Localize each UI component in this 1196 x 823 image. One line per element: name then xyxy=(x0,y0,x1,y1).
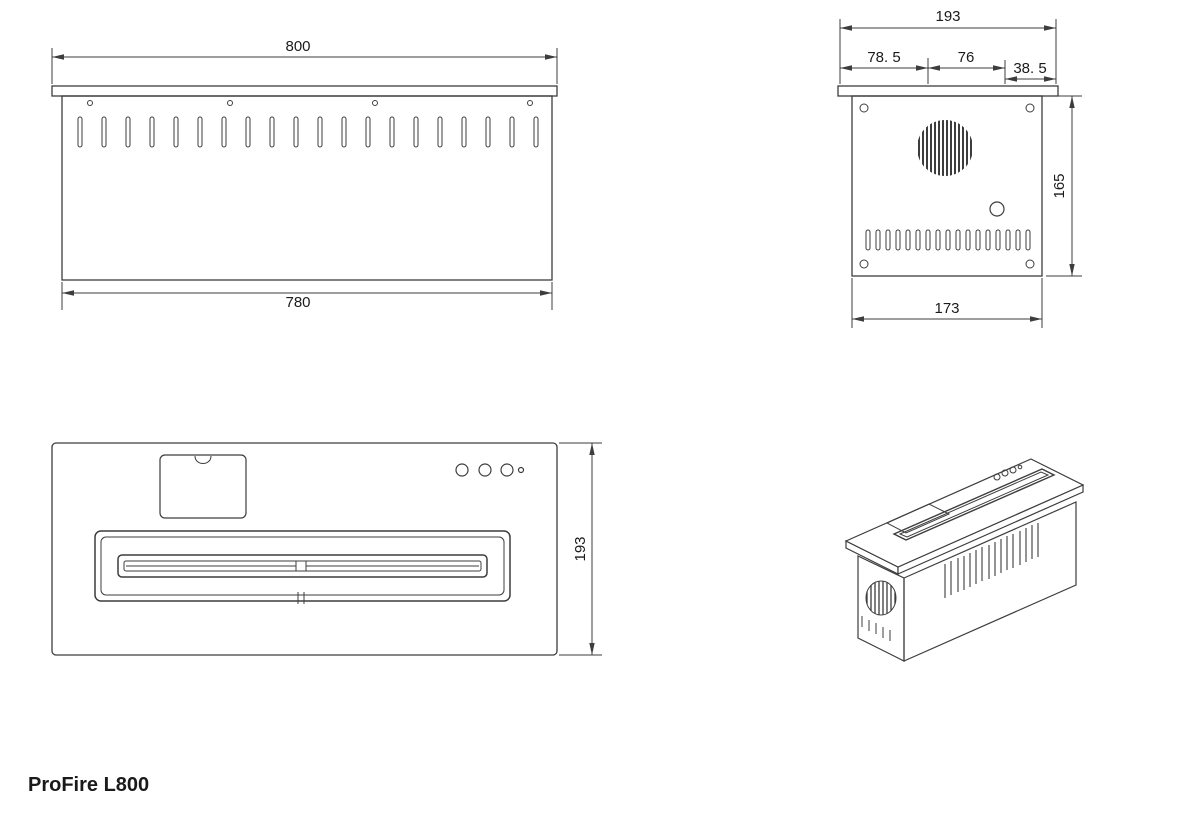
plan-panel-outline xyxy=(51,442,558,656)
dim-label-165: 165 xyxy=(1051,173,1068,198)
dim-side-left: 78. 5 xyxy=(840,49,929,84)
drain-hole xyxy=(989,201,1005,217)
dim-label-780: 780 xyxy=(285,294,310,311)
burner-slot-outer xyxy=(117,554,488,578)
dim-label-173: 173 xyxy=(934,300,959,317)
side-body-outline xyxy=(851,95,1043,277)
iso-end-vents xyxy=(861,616,891,641)
dim-label-800: 800 xyxy=(285,38,310,55)
drawing-title: ProFire L800 xyxy=(28,774,149,796)
side-flange-plate xyxy=(837,85,1059,97)
front-body-outline xyxy=(61,95,553,281)
plan-view: 193 xyxy=(51,442,602,656)
dim-label-193-total: 193 xyxy=(935,8,960,25)
dim-label-193-depth: 193 xyxy=(572,536,589,561)
dim-side-bottom: 173 xyxy=(851,278,1043,328)
dim-side-total: 193 xyxy=(839,8,1057,84)
iso-control-buttons xyxy=(993,464,1023,481)
dim-label-38-5: 38. 5 xyxy=(1013,60,1046,77)
isometric-view xyxy=(844,458,1085,662)
dim-side-right: 38. 5 xyxy=(1005,60,1056,82)
side-vent-slots xyxy=(865,229,1031,251)
front-view: 800 780 xyxy=(51,38,558,311)
iso-refill-lid xyxy=(885,503,951,534)
refill-lid xyxy=(159,454,247,519)
front-flange-plate xyxy=(51,85,558,97)
dim-side-height: 165 xyxy=(1046,95,1082,277)
control-buttons xyxy=(455,463,525,477)
dim-label-76: 76 xyxy=(958,49,975,66)
front-mounting-screws xyxy=(87,100,533,106)
dim-label-78-5: 78. 5 xyxy=(867,49,900,66)
iso-burner-slot-inner xyxy=(898,471,1050,538)
burner-tray xyxy=(94,530,511,604)
fan-grille xyxy=(918,120,972,176)
front-vent-slots xyxy=(77,116,539,148)
dim-front-bottom: 780 xyxy=(61,282,553,311)
dim-plan-depth: 193 xyxy=(559,442,602,656)
burner-center-clip xyxy=(295,560,307,572)
lid-notch xyxy=(194,455,212,464)
dim-side-center: 76 xyxy=(928,49,1006,84)
iso-burner-slot-outer xyxy=(892,468,1056,541)
side-view: 193 78. 5 76 38. 5 165 173 xyxy=(837,8,1082,328)
iso-side-face xyxy=(903,501,1077,662)
iso-fan-grille xyxy=(865,580,897,616)
iso-side-vents xyxy=(944,523,1039,598)
dim-front-top: 800 xyxy=(51,38,558,84)
side-corner-screws xyxy=(859,103,1035,269)
